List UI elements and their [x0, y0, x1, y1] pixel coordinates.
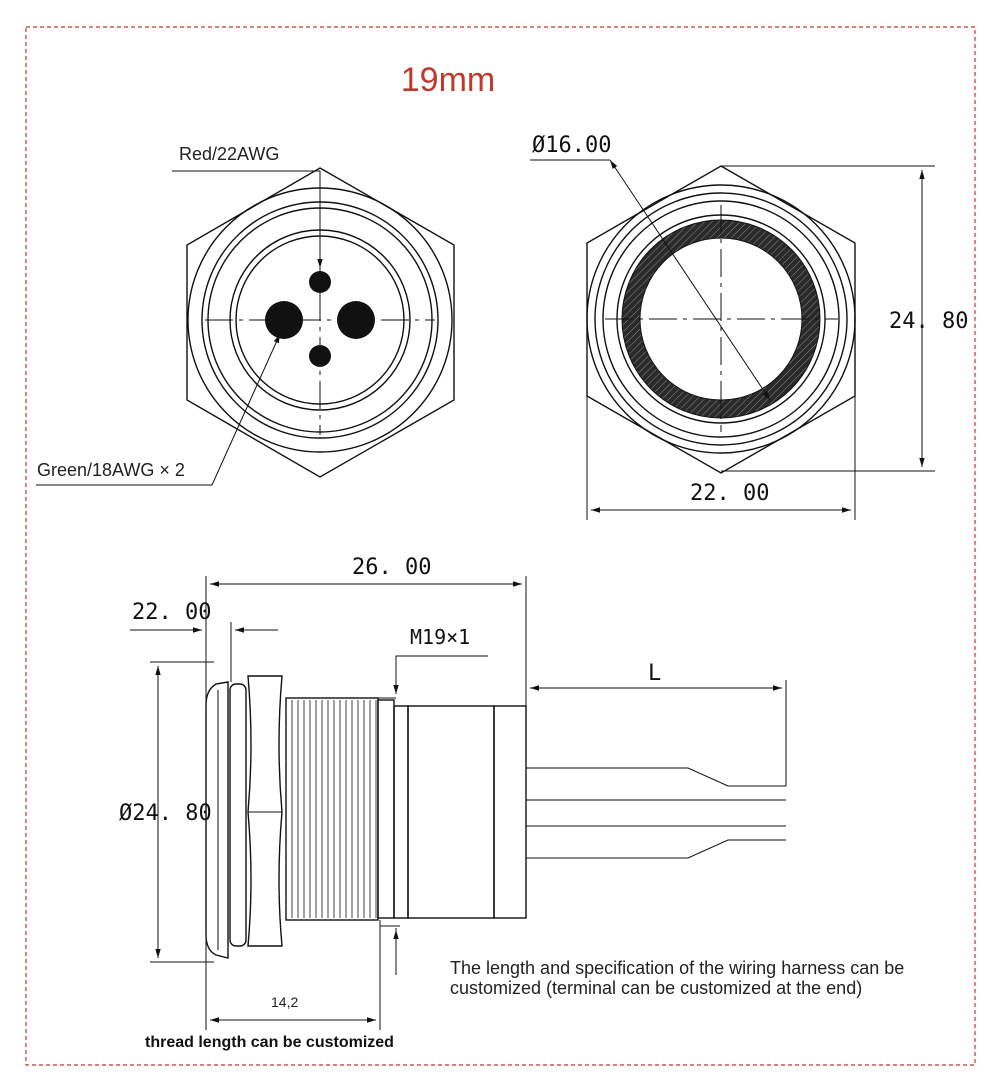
front-view	[36, 167, 455, 486]
side-view	[130, 576, 787, 1030]
body-diameter-label: Ø24. 80	[119, 801, 212, 826]
title-label: 19mm	[401, 61, 495, 99]
ring-diameter-label: Ø16.00	[532, 133, 611, 158]
thread-spec-label: M19×1	[410, 625, 470, 649]
pin-green-left	[265, 301, 303, 339]
harness-note: The length and specification of the wiri…	[450, 958, 905, 998]
thread-note: thread length can be customized	[145, 1034, 394, 1051]
cable-length-label: L	[648, 661, 661, 686]
head-thickness-label: 22. 00	[132, 600, 211, 625]
thread-length-label: 14,2	[271, 994, 298, 1010]
height-dim-label: 24. 80	[889, 309, 968, 334]
overall-length-label: 26. 00	[352, 555, 431, 580]
pin-red-bottom	[309, 345, 331, 367]
width-dim-label: 22. 00	[690, 481, 769, 506]
back-view	[530, 159, 935, 520]
green-wire-label: Green/18AWG × 2	[37, 460, 185, 480]
frame-border	[25, 26, 976, 1066]
pin-red-top	[309, 271, 331, 293]
thread-lines	[291, 700, 377, 918]
red-wire-label: Red/22AWG	[179, 144, 279, 164]
pin-green-right	[337, 301, 375, 339]
